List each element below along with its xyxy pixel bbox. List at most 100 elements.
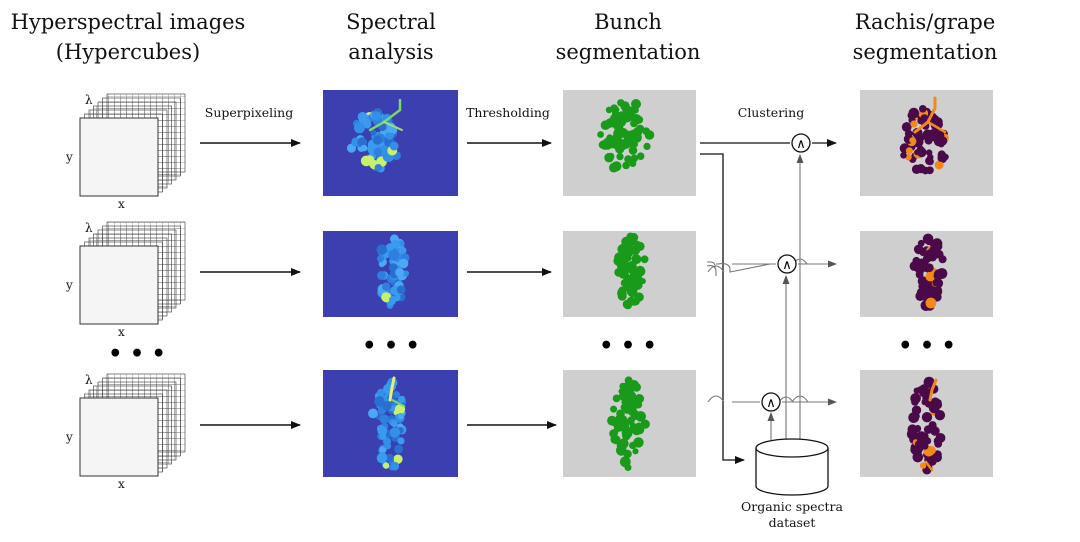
grape-berry [636,152,645,160]
grape-berry [913,244,924,255]
spectral-image-row2 [323,231,458,317]
grape-berry [621,397,631,407]
grape-berry [631,99,641,109]
hop-arc-row3-a [707,395,725,403]
grape-berry [910,393,921,404]
grape-berry [919,462,927,469]
branch-to-dataset [700,153,745,464]
grape-bunch-mask [597,99,655,173]
grape-berry [925,238,933,246]
grape-berry [900,152,907,159]
step-label-thresholding: Thresholding [466,105,550,120]
and-symbol: ∧ [796,137,806,152]
grape-berry [357,137,368,147]
grape-berry [371,111,382,122]
grape-berry [359,113,369,124]
dataset-label: Organic spectra [741,499,844,514]
bunch-mask-row3 [563,370,696,477]
grape-berry [376,244,387,255]
grape-berry [640,255,649,264]
grape-berry [644,130,655,140]
grape-berry [632,254,640,262]
grape-berry [402,270,409,277]
grape-berry [617,448,624,456]
grape-berry [597,131,604,138]
grape-berry [627,139,636,148]
grape-berry [401,259,409,267]
grape-berry [911,405,922,415]
grape-berry [913,387,920,394]
grape-berry [377,255,384,263]
grape-berry [905,147,913,155]
grape-berry [924,136,933,145]
lambda-label: λ [85,373,93,387]
grape-berry [382,462,390,469]
hypercube: λyx [65,93,186,211]
step-label-clustering: Clustering [738,105,804,120]
grape-berry [377,271,386,280]
column-subtitle-rachis: segmentation [853,40,998,64]
grape-berry [394,444,403,454]
grape-berry [624,301,632,310]
and-symbol: ∧ [766,396,776,411]
column-title-spectral: Spectral [346,10,436,34]
grape-berry [934,130,945,141]
rachis-stem [926,120,947,134]
grape-berry [925,249,935,259]
grape-bunch-mask [607,376,650,471]
grape-berry [639,278,646,285]
grape-berry [379,446,387,454]
ellipsis-spectral: • • • [362,333,420,359]
grape-berry [384,442,392,450]
and-symbol: ∧ [782,258,792,273]
grape-berry [632,448,639,455]
grape-bunch-clusters [906,376,946,475]
grape-berry [909,261,920,271]
clustering-network: ∧ ∧ ∧ Organic spectra dataset [700,133,844,530]
grape-berry [640,419,650,429]
grape-berry [388,250,400,261]
grape-berry [377,425,388,436]
grape-berry [615,144,625,154]
grape-berry [385,131,394,140]
grape-berry [389,141,399,151]
grape-berry [368,408,378,419]
lambda-label: λ [85,93,93,107]
grape-berry [923,413,930,420]
grape-berry [624,430,632,437]
grape-berry [618,388,625,395]
grape-berry [637,411,645,419]
grape-berry [382,282,391,291]
grape-berry [937,154,945,162]
grape-berry [633,437,644,448]
rachis-stem [388,376,396,402]
rachis-stem [928,378,938,402]
hypercube: λyx [65,221,186,339]
grape-berry [922,394,930,402]
grape-berry [629,380,639,390]
rachis-stem [383,121,403,131]
grape-berry [604,152,614,163]
column-subtitle-spectral: analysis [348,40,433,64]
grape-berry [917,117,924,125]
grape-berry [616,410,623,418]
grape-berry [374,396,385,407]
x-axis-label: x [118,477,125,491]
grape-berry [398,246,407,255]
grape-berry [617,288,627,299]
grape-berry [623,252,631,260]
grape-bunch-spectral [346,98,403,173]
grape-berry [395,267,405,277]
grape-berry [925,400,933,407]
grape-berry [906,428,918,440]
and-operator-row1: ∧ [791,133,811,153]
spectral-image-row1 [323,90,458,196]
grape-berry [916,164,926,174]
grape-berry [389,427,401,438]
grape-berry [917,239,925,247]
grape-berry [935,250,944,259]
cube-front-face [79,117,159,197]
cube-front-face [79,397,159,477]
